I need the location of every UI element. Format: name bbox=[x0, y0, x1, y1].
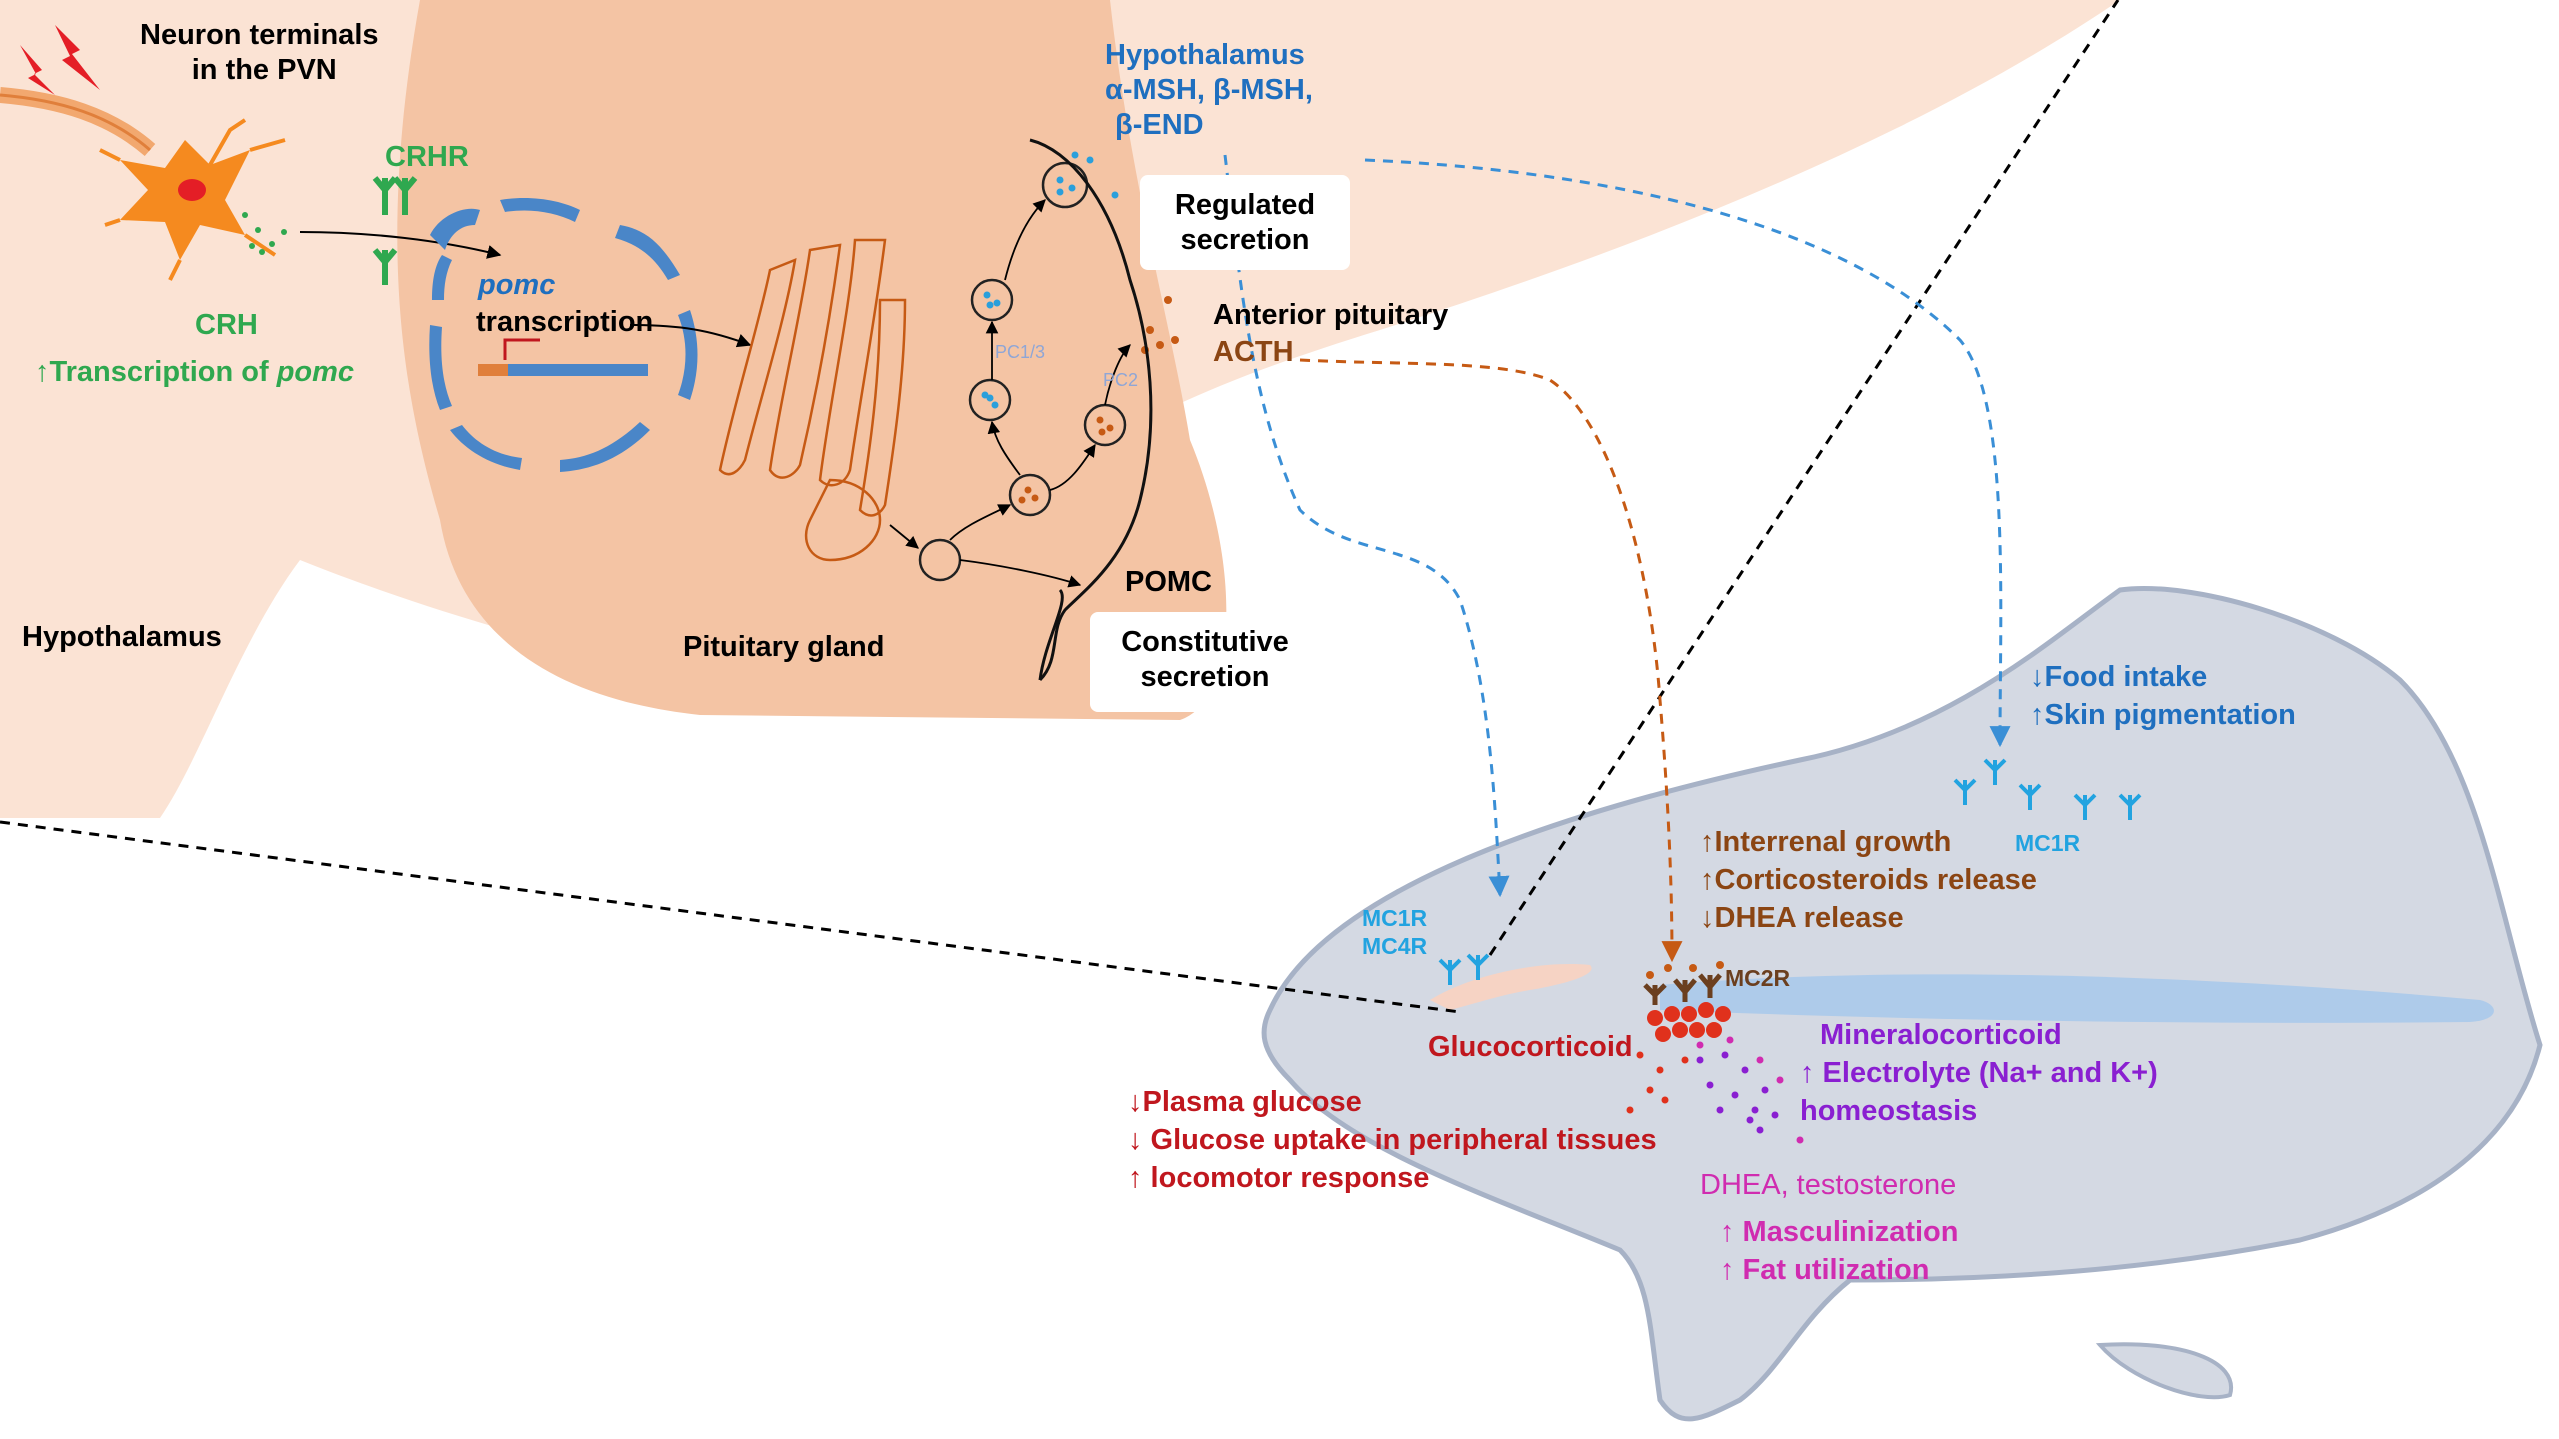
interrenal-small-granules bbox=[1646, 961, 1724, 979]
locomotor-response-label: ↑ locomotor response bbox=[1128, 1162, 1430, 1194]
acth-label: ACTH bbox=[1213, 336, 1294, 368]
endoplasmic-reticulum bbox=[718, 238, 907, 562]
dhea-testosterone-label: DHEA, testosterone bbox=[1700, 1169, 1957, 1201]
mc2r-label: MC2R bbox=[1725, 965, 1791, 991]
axon-inner bbox=[0, 93, 151, 152]
regulated-secretion-label: Regulated secretion bbox=[1174, 189, 1316, 256]
pomc-promoter bbox=[478, 364, 508, 376]
mc1r-label: MC1R bbox=[2015, 830, 2081, 856]
cell-membrane bbox=[1029, 138, 1153, 682]
hypothalamus-peptides-label: Hypothalamus α-MSH, β-MSH, β-END bbox=[1105, 39, 1313, 141]
pituitary-region bbox=[397, 0, 1227, 720]
lightning-icon bbox=[20, 45, 55, 95]
mc2r-receptor-icon bbox=[1643, 973, 1722, 1005]
neuron-cell-body bbox=[120, 140, 250, 260]
electrolyte-label: ↑ Electrolyte (Na+ and K+) bbox=[1800, 1057, 2158, 1089]
crh-signal-arrow bbox=[299, 231, 502, 259]
constitutive-secretion-label: Constitutive secretion bbox=[1121, 626, 1289, 693]
mc1r-receptor-icon bbox=[1953, 758, 2142, 820]
glucocorticoid-label: Glucocorticoid bbox=[1428, 1031, 1633, 1063]
interrenal-tissue bbox=[1660, 974, 2494, 1023]
crh-label: CRH bbox=[195, 309, 258, 341]
mineralocorticoid-particles bbox=[1696, 1051, 1779, 1134]
crhr-receptor-icon bbox=[372, 176, 418, 285]
crhr-label: CRHR bbox=[385, 141, 469, 173]
anterior-pituitary-label: Anterior pituitary bbox=[1213, 299, 1449, 331]
nucleus-to-er-arrow bbox=[629, 324, 752, 348]
plasma-glucose-label: ↓Plasma glucose bbox=[1128, 1086, 1362, 1118]
corticosteroids-release-label: ↑Corticosteroids release bbox=[1700, 864, 2037, 896]
neuron-nucleus bbox=[178, 179, 206, 201]
skin-pigmentation-label: ↑Skin pigmentation bbox=[2030, 699, 2296, 731]
masculinization-label: ↑ Masculinization bbox=[1720, 1216, 1959, 1248]
fish-tail-fin bbox=[2095, 1342, 2234, 1400]
msh-to-brain-arrow bbox=[1223, 154, 1510, 898]
constitutive-secretion-box bbox=[1090, 612, 1320, 712]
vesicle-path-arrows bbox=[889, 199, 1131, 588]
mc1r-mc4r-label: MC1R MC4R bbox=[1362, 905, 1428, 959]
msh-to-skin-arrow bbox=[1364, 158, 2011, 748]
homeostasis-label: homeostasis bbox=[1800, 1095, 1978, 1127]
nucleus-envelope bbox=[429, 198, 698, 472]
cell-membrane-left bbox=[1038, 588, 1064, 681]
transcription-label: transcription bbox=[476, 306, 654, 338]
crh-particles bbox=[242, 212, 287, 255]
pomc-label: POMC bbox=[1125, 566, 1212, 598]
mc1r-mc4r-receptor-icon bbox=[1438, 953, 1490, 985]
glucose-uptake-label: ↓ Glucose uptake in peripheral tissues bbox=[1128, 1124, 1657, 1156]
mineralocorticoid-label: Mineralocorticoid bbox=[1820, 1019, 2062, 1051]
hypothalamus-region-label: Hypothalamus bbox=[22, 621, 222, 653]
pomc-gene-bar bbox=[478, 364, 648, 376]
dhea-particles bbox=[1696, 1036, 1804, 1144]
msh-granules bbox=[981, 151, 1119, 409]
fish-brain bbox=[1430, 964, 1592, 1010]
food-intake-label: ↓Food intake bbox=[2030, 661, 2208, 693]
transcription-of-pomc-label: ↑Transcription of pomc bbox=[35, 356, 355, 388]
pc13-label: PC1/3 bbox=[995, 342, 1046, 362]
pomc-gene-label: pomc bbox=[478, 269, 556, 301]
interrenal-cells bbox=[1647, 1002, 1731, 1042]
glucocorticoid-particles bbox=[1626, 1051, 1689, 1114]
acth-granules bbox=[1018, 296, 1179, 504]
zoom-line-bottom bbox=[0, 820, 1461, 1014]
transcription-start-arrow bbox=[503, 338, 540, 360]
pituitary-gland-label: Pituitary gland bbox=[683, 631, 885, 663]
interrenal-growth-label: ↑Interrenal growth bbox=[1700, 826, 1952, 858]
dhea-release-label: ↓DHEA release bbox=[1700, 902, 1904, 934]
neuron-terminals-label: Neuron terminals in the PVN bbox=[140, 19, 379, 86]
lightning-icon bbox=[55, 25, 100, 90]
regulated-secretion-box bbox=[1140, 175, 1350, 270]
pc2-label: PC2 bbox=[1103, 370, 1139, 390]
neuron-dendrites bbox=[99, 118, 286, 281]
fat-utilization-label: ↑ Fat utilization bbox=[1720, 1254, 1930, 1286]
